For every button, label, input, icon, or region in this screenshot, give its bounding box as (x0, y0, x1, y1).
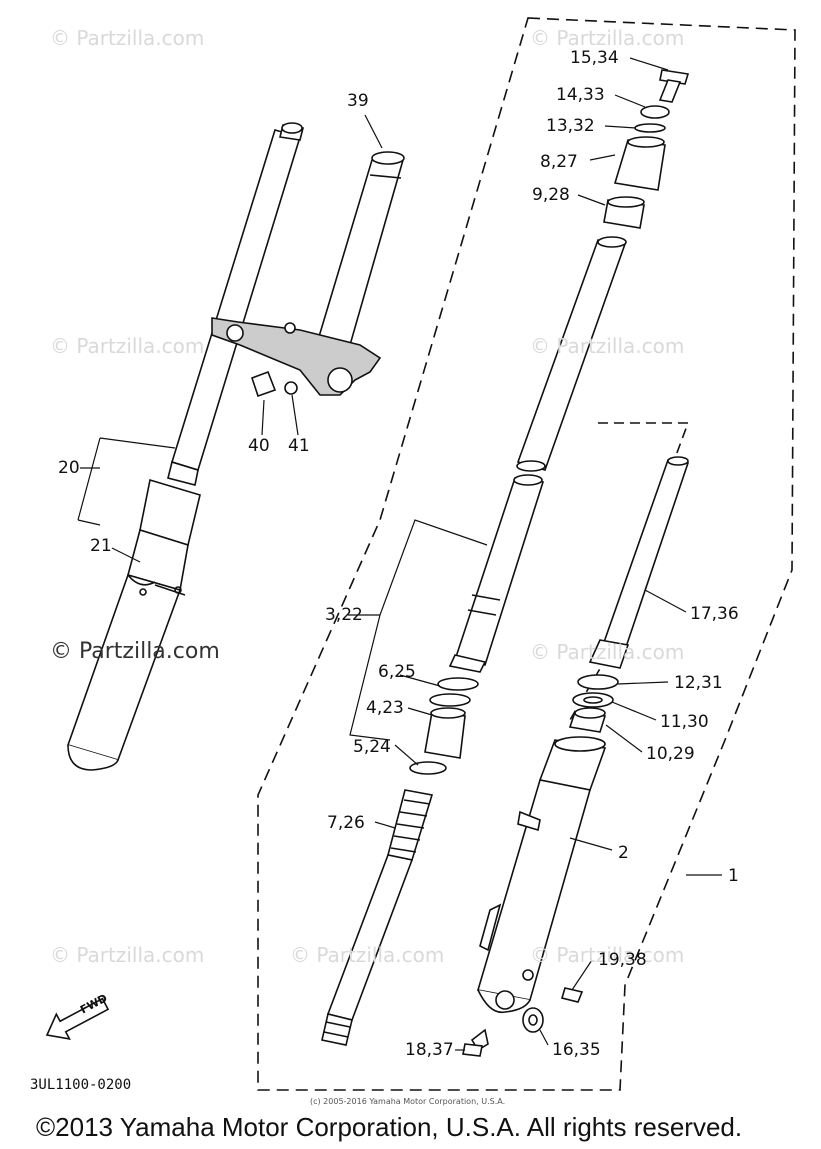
callout-18-37: 18,37 (405, 1040, 454, 1060)
callout-15-34: 15,34 (570, 48, 619, 68)
cap-8-27 (613, 136, 666, 191)
callout-4-23: 4,23 (366, 698, 404, 718)
callout-19-38: 19,38 (598, 950, 647, 970)
callout-14-33: 14,33 (556, 85, 605, 105)
bolt-19-38 (560, 987, 584, 1003)
watermark: © Partzilla.com (50, 26, 205, 50)
cap-bolt-15-34 (658, 69, 690, 103)
callout-12-31: 12,31 (674, 673, 723, 693)
watermark: © Partzilla.com (290, 943, 445, 967)
watermark: © Partzilla.com (530, 943, 685, 967)
small-copyright: (c) 2005-2016 Yamaha Motor Corporation, … (310, 1097, 506, 1106)
leader-lines (77, 57, 722, 1051)
watermark: © Partzilla.com (530, 334, 685, 358)
washer-6-25b (429, 693, 471, 707)
watermark: © Partzilla.com (50, 943, 205, 967)
spring-7-26 (321, 789, 434, 1046)
callout-9-28: 9,28 (532, 185, 570, 205)
callout-39: 39 (347, 91, 369, 111)
washer-14-33 (640, 105, 670, 119)
fork-tube-39 (316, 151, 405, 346)
callout-20: 20 (58, 458, 80, 478)
washer-5-24 (409, 761, 447, 775)
damper-rod-3-22 (448, 474, 545, 673)
callout-13-32: 13,32 (546, 116, 595, 136)
callout-2: 2 (618, 843, 629, 863)
callout-21: 21 (90, 536, 112, 556)
bolt-18-37 (462, 1028, 489, 1057)
bushing-9-28 (603, 196, 645, 229)
washer-6-25a (437, 677, 479, 691)
watermark: © Partzilla.com (50, 639, 220, 664)
callout-5-24: 5,24 (353, 737, 391, 757)
assembly-boundary-dashed (257, 17, 796, 1091)
spacer-tube (516, 236, 627, 472)
callout-8-27: 8,27 (540, 152, 578, 172)
callout-41: 41 (288, 436, 310, 456)
washer-16-35 (522, 1007, 544, 1033)
oring-13-32 (634, 123, 666, 133)
callout-40: 40 (248, 436, 270, 456)
callout-11-30: 11,30 (660, 712, 709, 732)
fwd-arrow (45, 997, 110, 1040)
callout-10-29: 10,29 (646, 744, 695, 764)
handle-bracket (211, 317, 382, 398)
washer-10-29 (568, 707, 607, 733)
callout-6-25: 6,25 (378, 662, 416, 682)
seal-11-30 (572, 692, 614, 708)
footer-copyright: ©2013 Yamaha Motor Corporation, U.S.A. A… (36, 1112, 743, 1142)
inner-tube-17-36 (588, 456, 690, 669)
assembled-fork-leg (66, 122, 304, 771)
diagram-code: 3UL1100-0200 (30, 1077, 132, 1093)
watermark: © Partzilla.com (50, 334, 205, 358)
callout-7-26: 7,26 (327, 813, 365, 833)
callout-3-22: 3,22 (325, 605, 363, 625)
callout-17-36: 17,36 (690, 604, 739, 624)
callout-1: 1 (728, 866, 739, 886)
spacer-4-23 (424, 707, 466, 759)
clip-12-31 (577, 674, 619, 690)
watermark: © Partzilla.com (530, 26, 685, 50)
outer-tube-2 (476, 736, 607, 1014)
watermark: © Partzilla.com (530, 640, 685, 664)
callout-16-35: 16,35 (552, 1040, 601, 1060)
